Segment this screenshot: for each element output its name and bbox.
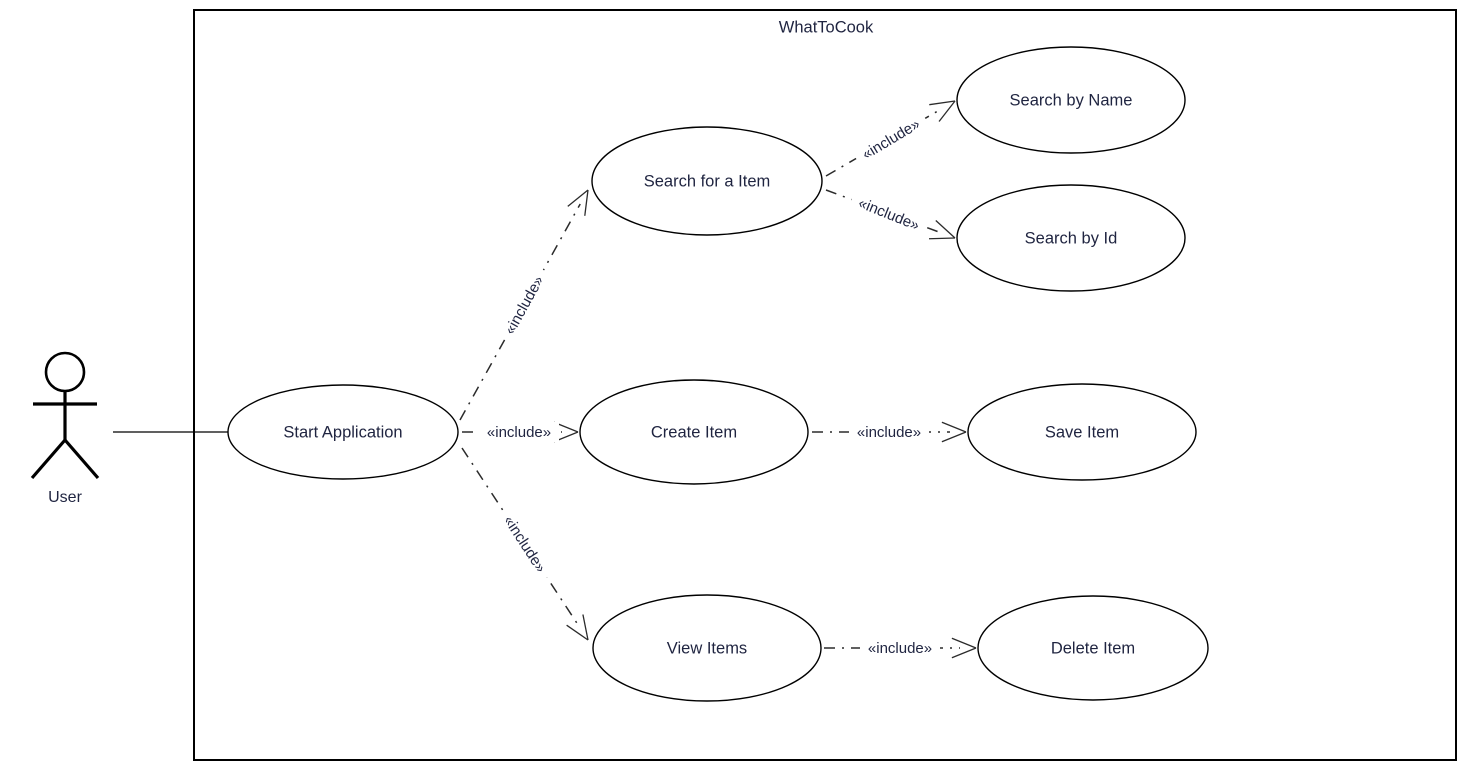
- use-case-label: View Items: [667, 639, 747, 657]
- use-case-label: Create Item: [651, 423, 737, 441]
- uc-search-by-id[interactable]: Search by Id: [956, 184, 1186, 292]
- include-dependency-line[interactable]: [461, 447, 580, 628]
- arrow-head-stroke: [567, 189, 589, 207]
- system-boundary-box: [193, 9, 1457, 761]
- include-label-group: «include»: [849, 422, 929, 442]
- actor-label-user: User: [48, 489, 82, 506]
- use-case-ellipse[interactable]: [977, 595, 1209, 701]
- use-case-ellipse[interactable]: [956, 184, 1186, 292]
- actor-head-icon: [44, 351, 86, 393]
- include-label-backdrop: [479, 422, 559, 442]
- arrow-head-open: [928, 219, 956, 240]
- use-case-ellipse[interactable]: [592, 594, 822, 702]
- actor-user[interactable]: User: [30, 351, 100, 506]
- use-case-label: Search by Name: [1010, 91, 1133, 109]
- use-case-label: Start Application: [283, 423, 402, 441]
- include-stereotype-label: «include»: [857, 424, 921, 441]
- actor-right-leg-line: [63, 438, 100, 480]
- use-case-label: Search by Id: [1025, 229, 1118, 247]
- arrow-head-stroke: [582, 614, 589, 641]
- arrow-head-stroke: [935, 219, 956, 239]
- uc-create-item[interactable]: Create Item: [579, 379, 809, 485]
- uc-delete-item[interactable]: Delete Item: [977, 595, 1209, 701]
- include-label-group: «include»: [479, 422, 559, 442]
- include-label-backdrop: [495, 265, 553, 345]
- arrow-head-open: [929, 100, 956, 122]
- include-label-backdrop: [849, 422, 929, 442]
- arrow-head-stroke: [584, 189, 589, 216]
- arrow-head-stroke: [928, 237, 956, 240]
- arrow-head-stroke: [951, 637, 977, 649]
- use-case-ellipse[interactable]: [227, 384, 459, 480]
- arrow-head-stroke: [941, 421, 967, 433]
- uc-save-item[interactable]: Save Item: [967, 383, 1197, 481]
- uc-search-by-name[interactable]: Search by Name: [956, 46, 1186, 154]
- system-boundary-title: WhatToCook: [779, 18, 874, 36]
- include-label-backdrop: [851, 109, 931, 169]
- include-stereotype-label: «include»: [868, 640, 932, 657]
- include-label-group: «include»: [860, 638, 940, 658]
- uc-view-items[interactable]: View Items: [592, 594, 822, 702]
- uc-start-application[interactable]: Start Application: [227, 384, 459, 480]
- arrow-head-open: [941, 421, 967, 443]
- use-case-ellipse[interactable]: [956, 46, 1186, 154]
- arrow-head-stroke: [929, 100, 956, 106]
- arrow-head-stroke: [938, 100, 956, 122]
- arrow-head-open: [951, 637, 977, 659]
- use-case-ellipse[interactable]: [967, 383, 1197, 481]
- arrow-head-open: [567, 189, 589, 216]
- use-case-ellipse[interactable]: [591, 126, 823, 236]
- include-label-backdrop: [848, 189, 930, 239]
- include-label-backdrop: [494, 505, 556, 583]
- arrow-head-open: [566, 614, 589, 641]
- use-case-ellipse[interactable]: [579, 379, 809, 485]
- actor-left-leg-line: [30, 438, 67, 480]
- arrow-head-stroke: [941, 431, 967, 443]
- uc-search-for-a-item[interactable]: Search for a Item: [591, 126, 823, 236]
- use-case-label: Delete Item: [1051, 639, 1135, 657]
- include-label-backdrop: [860, 638, 940, 658]
- use-case-label: Save Item: [1045, 423, 1119, 441]
- include-stereotype-label: «include»: [487, 424, 551, 441]
- use-case-label: Search for a Item: [644, 172, 771, 190]
- arrow-head-stroke: [951, 647, 977, 659]
- arrow-head-stroke: [566, 624, 589, 641]
